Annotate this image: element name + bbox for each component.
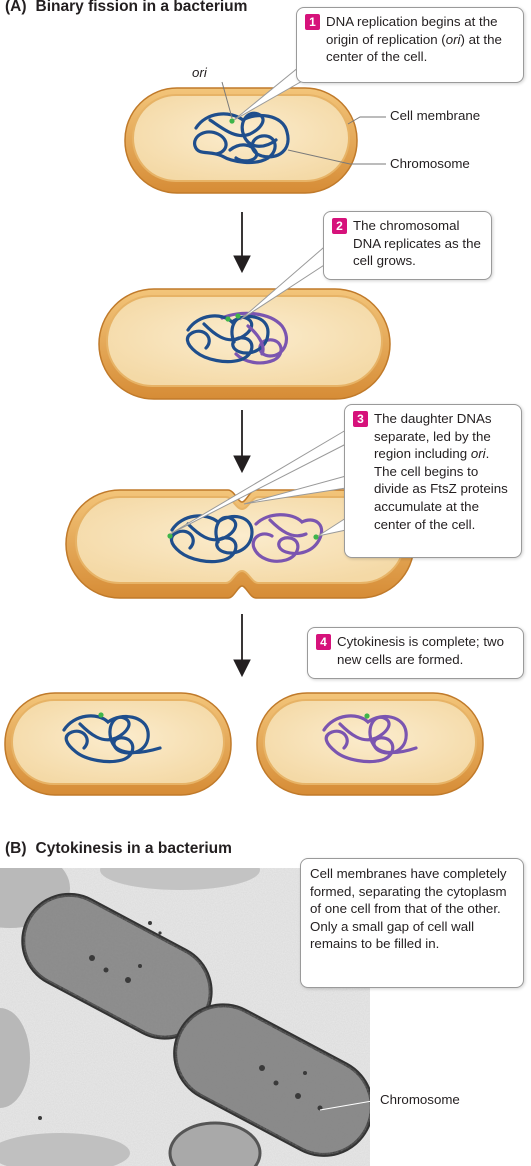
step-2-callout: 2 The chromosomal DNA replicates as the … — [323, 211, 492, 280]
panel-a-letter: (A) — [5, 0, 27, 15]
step-4-callout: 4 Cytokinesis is complete; two new cells… — [307, 627, 524, 679]
panel-b-letter: (B) — [5, 840, 27, 857]
arrow-3 — [233, 614, 251, 678]
panel-b-heading: Cytokinesis in a bacterium — [35, 840, 232, 857]
chromosome-label: Chromosome — [390, 156, 470, 171]
panel-a-title: (A) Binary fission in a bacterium — [5, 0, 247, 16]
step-4-badge: 4 — [316, 634, 331, 650]
daughter-cell-right — [256, 692, 484, 796]
step-1-badge: 1 — [305, 14, 320, 30]
micrograph-chromosome-label: Chromosome — [380, 1092, 460, 1107]
step-1-callout: 1 DNA replication begins at the origin o… — [296, 7, 524, 83]
daughter-cell-left — [4, 692, 232, 796]
binary-fission-diagram — [4, 57, 484, 796]
step-2-badge: 2 — [332, 218, 347, 234]
cell-membrane-label: Cell membrane — [390, 108, 481, 123]
cell-stage-3 — [65, 489, 415, 599]
step-4-text: Cytokinesis is complete; two new cells a… — [337, 634, 505, 667]
panel-a-heading: Binary fission in a bacterium — [35, 0, 248, 15]
micrograph-chromosome-leader — [319, 1099, 379, 1111]
arrow-2 — [233, 410, 251, 474]
cell-stage-2 — [98, 288, 391, 400]
step-3-badge: 3 — [353, 411, 368, 427]
cytokinesis-callout: Cell membranes have completely formed, s… — [300, 858, 524, 988]
cell-stage-1 — [124, 87, 358, 194]
chromosome-stage-1 — [193, 111, 290, 165]
panel-b-title: (B) Cytokinesis in a bacterium — [5, 840, 232, 858]
ori-marker — [229, 118, 235, 124]
arrow-1 — [233, 212, 251, 274]
step-2-text: The chromosomal DNA replicates as the ce… — [353, 218, 481, 269]
step-3-text: The daughter DNAs separate, led by the r… — [374, 411, 508, 532]
step-3-callout: 3 The daughter DNAs separate, led by the… — [344, 404, 522, 558]
step-1-text: DNA replication begins at the origin of … — [326, 14, 502, 65]
ori-label: ori — [192, 65, 207, 80]
